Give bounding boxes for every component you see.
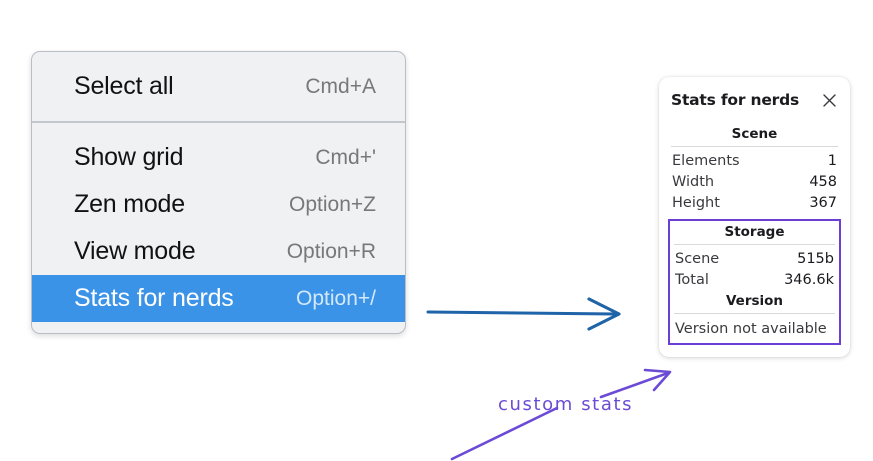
- stats-section-version: Version Version not available: [674, 290, 835, 339]
- menu-item-label: Stats for nerds: [74, 284, 234, 312]
- section-title-version: Version: [725, 293, 784, 309]
- menu-item-view-mode[interactable]: View mode Option+R: [32, 228, 405, 275]
- custom-stats-highlight-box: Storage Scene 515b Total 346.6k Version …: [668, 219, 841, 345]
- menu-item-shortcut: Cmd+A: [305, 74, 376, 98]
- annotation-label-custom-stats: custom stats: [498, 394, 634, 415]
- menu-item-shortcut: Option+R: [286, 239, 376, 263]
- stats-row-value: 515b: [797, 250, 834, 267]
- menu-item-show-grid[interactable]: Show grid Cmd+': [32, 134, 405, 181]
- arrow-purple-label-to-box: [599, 368, 672, 399]
- stats-row-scene-size: Scene 515b: [674, 248, 835, 269]
- stats-row-value: 367: [809, 194, 837, 211]
- version-value: Version not available: [675, 321, 827, 337]
- section-divider: [671, 146, 838, 147]
- arrow-blue-menu-to-panel: [426, 297, 621, 331]
- stats-row-height: Height 367: [671, 192, 838, 213]
- stats-panel-header: Stats for nerds: [671, 91, 838, 109]
- stats-row-elements: Elements 1: [671, 150, 838, 171]
- stats-panel-title: Stats for nerds: [671, 91, 800, 109]
- stats-row-key: Height: [672, 194, 720, 211]
- menu-item-zen-mode[interactable]: Zen mode Option+Z: [32, 181, 405, 228]
- stats-row-key: Elements: [672, 152, 740, 169]
- stats-section-scene: Scene Elements 1 Width 458 Height 367: [671, 123, 838, 213]
- context-menu: Select all Cmd+A Show grid Cmd+' Zen mod…: [31, 51, 406, 334]
- stats-row-key: Width: [672, 173, 715, 190]
- arrow-purple-tail: [450, 406, 559, 461]
- section-title-scene: Scene: [731, 126, 778, 142]
- section-title-storage: Storage: [724, 224, 785, 240]
- menu-item-label: Show grid: [74, 143, 184, 171]
- menu-item-label: View mode: [74, 237, 196, 265]
- menu-item-select-all[interactable]: Select all Cmd+A: [32, 63, 405, 110]
- menu-separator: [32, 121, 405, 123]
- menu-item-shortcut: Option+/: [296, 286, 376, 310]
- stats-row-value: 1: [827, 152, 837, 169]
- menu-item-label: Select all: [74, 72, 174, 100]
- stats-for-nerds-panel: Stats for nerds Scene Elements 1 Width 4…: [659, 77, 850, 357]
- stats-row-total-size: Total 346.6k: [674, 269, 835, 290]
- menu-group-2: Show grid Cmd+' Zen mode Option+Z View m…: [32, 123, 405, 322]
- stats-row-key: Scene: [675, 250, 720, 267]
- menu-item-shortcut: Cmd+': [315, 145, 376, 169]
- menu-group-1: Select all Cmd+A: [32, 52, 405, 121]
- stats-row-width: Width 458: [671, 171, 838, 192]
- section-divider: [674, 244, 835, 245]
- stats-row-value: 458: [809, 173, 837, 190]
- stats-row-key: Total: [675, 271, 709, 288]
- stats-row-value: 346.6k: [784, 271, 834, 288]
- section-divider: [674, 313, 835, 314]
- stats-section-storage: Storage Scene 515b Total 346.6k: [674, 221, 835, 290]
- menu-item-label: Zen mode: [74, 190, 185, 218]
- menu-item-shortcut: Option+Z: [289, 192, 376, 216]
- close-icon[interactable]: [820, 91, 838, 109]
- menu-item-stats-for-nerds[interactable]: Stats for nerds Option+/: [32, 275, 405, 322]
